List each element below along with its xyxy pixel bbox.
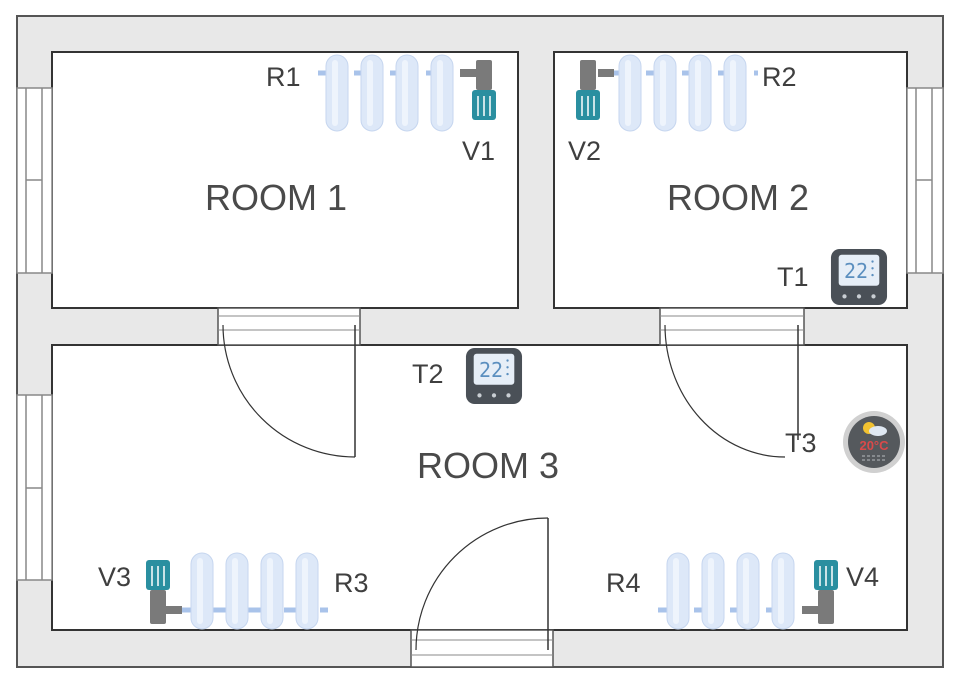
window-left-top	[16, 87, 53, 274]
valve-v3-label: V3	[98, 562, 131, 592]
valve-v4-icon	[802, 560, 838, 624]
window-right	[906, 87, 944, 274]
thermostat-t2: 22	[465, 347, 523, 405]
room-2-label: ROOM 2	[667, 177, 809, 218]
radiator-r2	[610, 54, 758, 132]
radiator-r1	[318, 54, 468, 132]
thermostat-t2-label: T2	[412, 359, 444, 389]
sensor-t3-label: T3	[785, 428, 817, 458]
door-room2	[659, 307, 805, 458]
radiator-r3	[176, 552, 328, 630]
window-left-bottom	[16, 394, 53, 581]
door-entrance	[410, 517, 554, 668]
valve-v3-icon	[146, 560, 182, 624]
sensor-t3-reading: 20°C	[859, 438, 889, 453]
radiator-r2-label: R2	[762, 62, 797, 92]
radiator-r4-label: R4	[606, 568, 641, 598]
valve-v2-icon	[576, 60, 614, 120]
thermostat-t1: 22	[830, 248, 888, 306]
radiator-r1-label: R1	[266, 62, 301, 92]
room-1-label: ROOM 1	[205, 177, 347, 218]
radiator-r4	[658, 552, 808, 630]
valve-v1-label: V1	[462, 136, 495, 166]
thermostat-t1-label: T1	[777, 262, 809, 292]
thermostat-t2-display: 22	[479, 358, 503, 382]
valve-v4-label: V4	[846, 562, 879, 592]
door-room1	[217, 307, 361, 458]
sensor-t3: 20°C	[843, 411, 905, 473]
room-3-label: ROOM 3	[417, 445, 559, 486]
thermostat-t1-display: 22	[844, 259, 868, 283]
valve-v2-label: V2	[568, 136, 601, 166]
valve-v1-icon	[460, 60, 496, 120]
radiator-r3-label: R3	[334, 568, 369, 598]
